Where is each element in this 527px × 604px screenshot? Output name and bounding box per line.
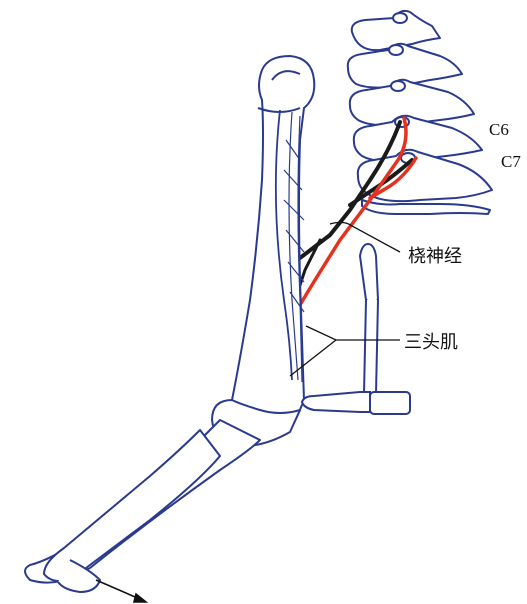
reflex-hammer-icon [302,244,410,414]
motion-arrow-icon [96,580,146,602]
label-c6: C6 [489,120,509,140]
label-triceps: 三头肌 [404,328,458,354]
vertebra [362,200,490,214]
forearm [25,400,300,592]
label-c7: C7 [501,152,521,172]
label-radial-nerve: 桡神经 [408,242,462,268]
leader-triceps-1 [306,326,400,340]
label-leaders [290,222,400,376]
